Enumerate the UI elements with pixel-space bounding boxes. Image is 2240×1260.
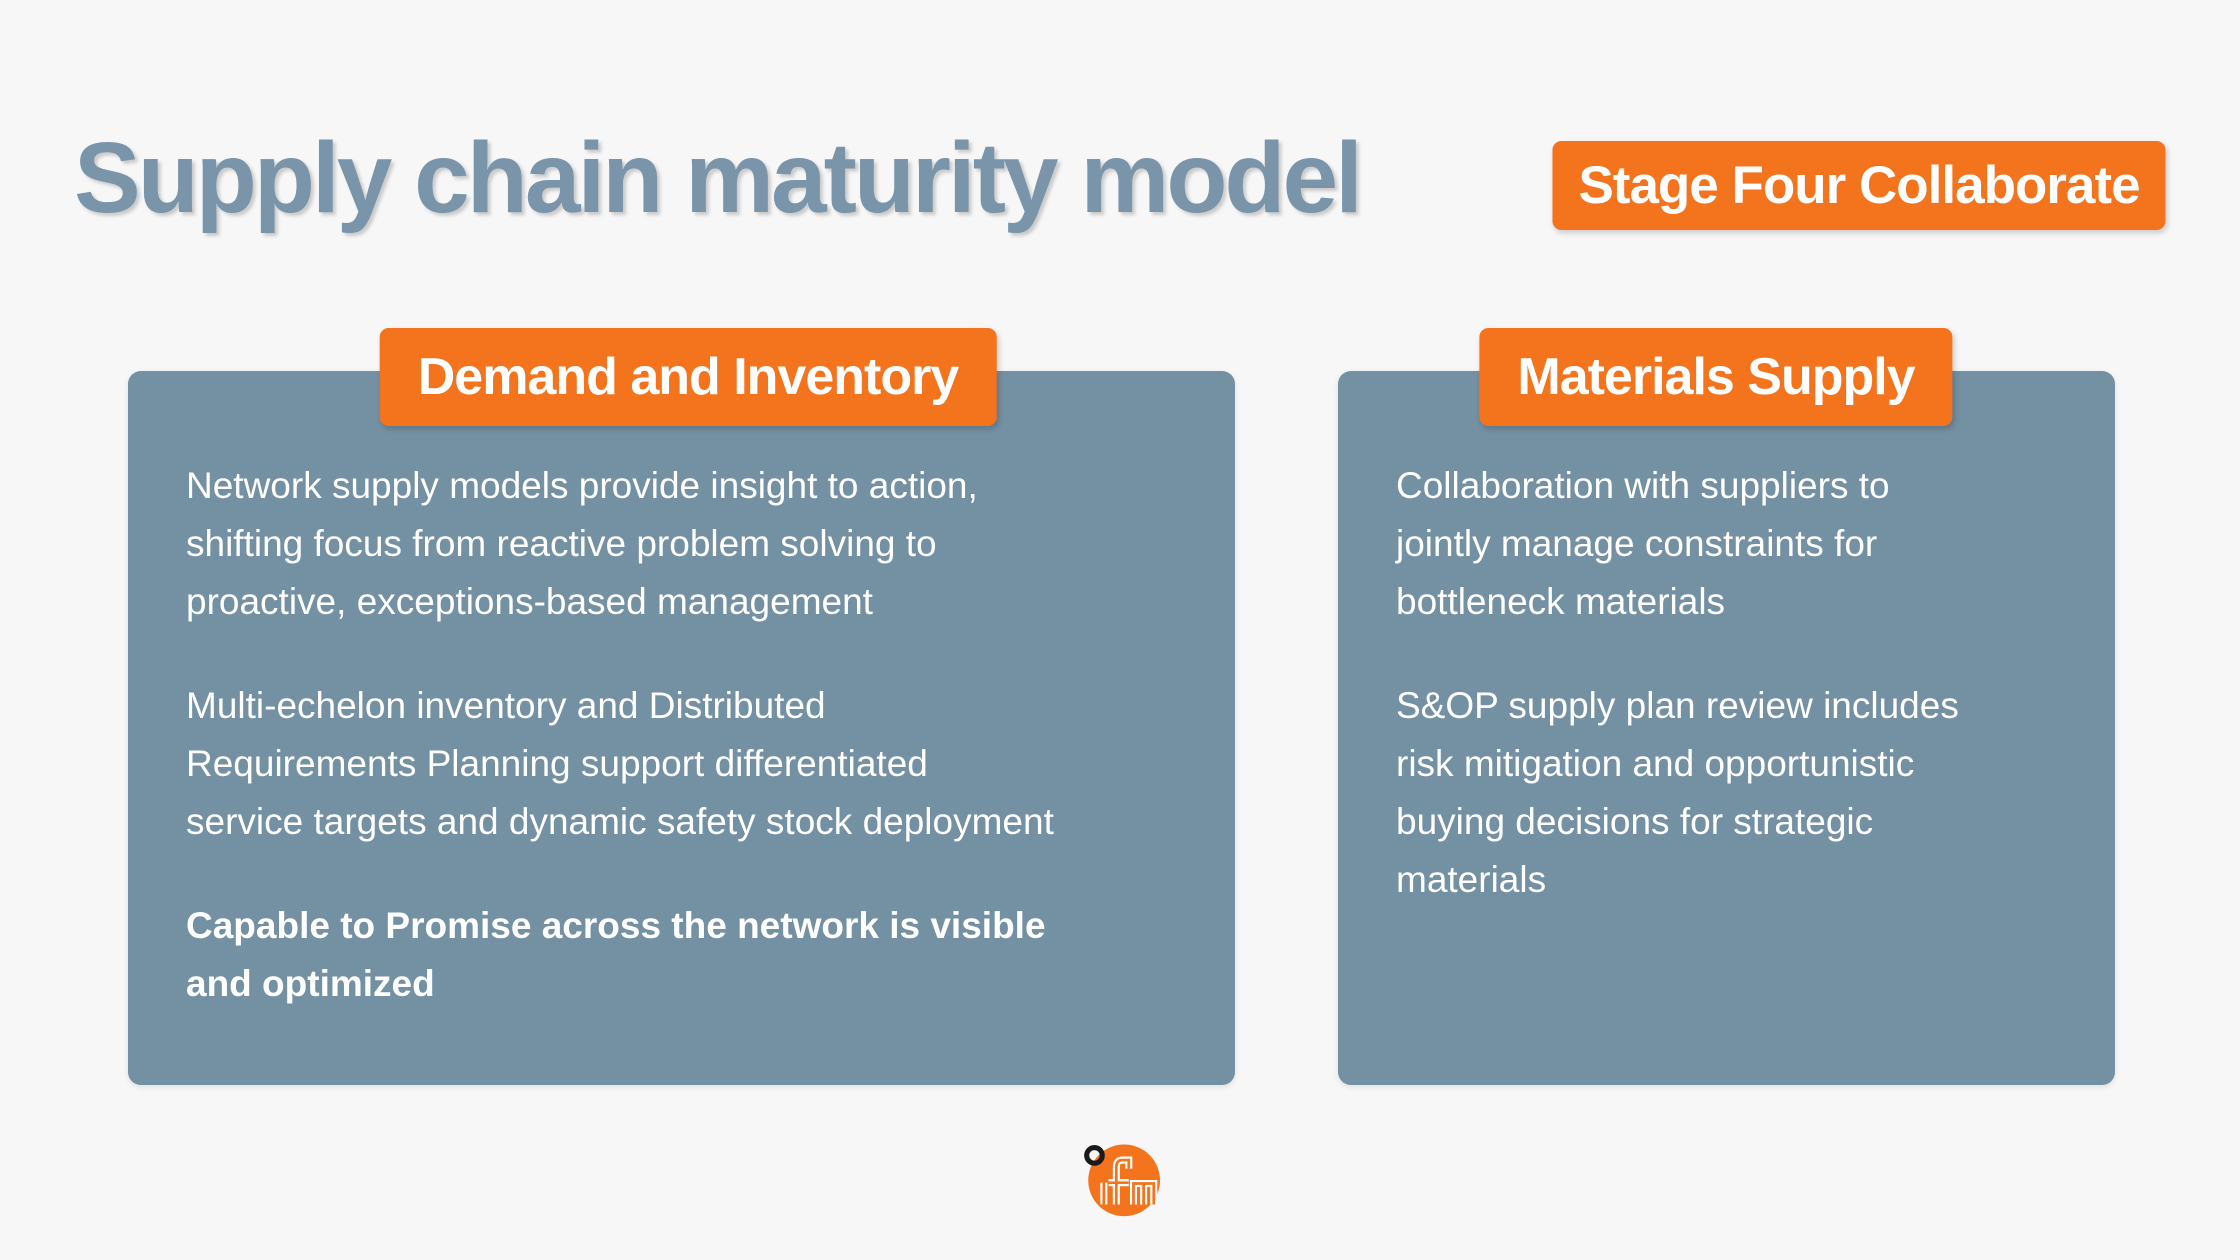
demand-inventory-panel: Network supply models provide insight to… <box>128 371 1235 1085</box>
paragraph: Network supply models provide insight to… <box>186 465 978 622</box>
paragraph: Collaboration with suppliers to jointly … <box>1396 465 1890 622</box>
paragraph: Multi-echelon inventory and Distributed … <box>186 685 1054 842</box>
materials-supply-badge: Materials Supply <box>1479 328 1953 426</box>
ifm-logo-icon <box>1084 1144 1160 1217</box>
logo-i-dot-ring <box>1084 1145 1105 1166</box>
materials-supply-panel: Collaboration with suppliers to jointly … <box>1338 371 2115 1085</box>
demand-inventory-badge: Demand and Inventory <box>379 328 997 426</box>
stage-badge: Stage Four Collaborate <box>1552 141 2166 230</box>
demand-inventory-text: Network supply models provide insight to… <box>186 457 1054 1013</box>
paragraph-bold: Capable to Promise across the network is… <box>186 905 1046 1004</box>
slide-title: Supply chain maturity model <box>74 122 1363 234</box>
paragraph: S&OP supply plan review includes risk mi… <box>1396 685 1959 900</box>
materials-supply-text: Collaboration with suppliers to jointly … <box>1396 457 1959 909</box>
